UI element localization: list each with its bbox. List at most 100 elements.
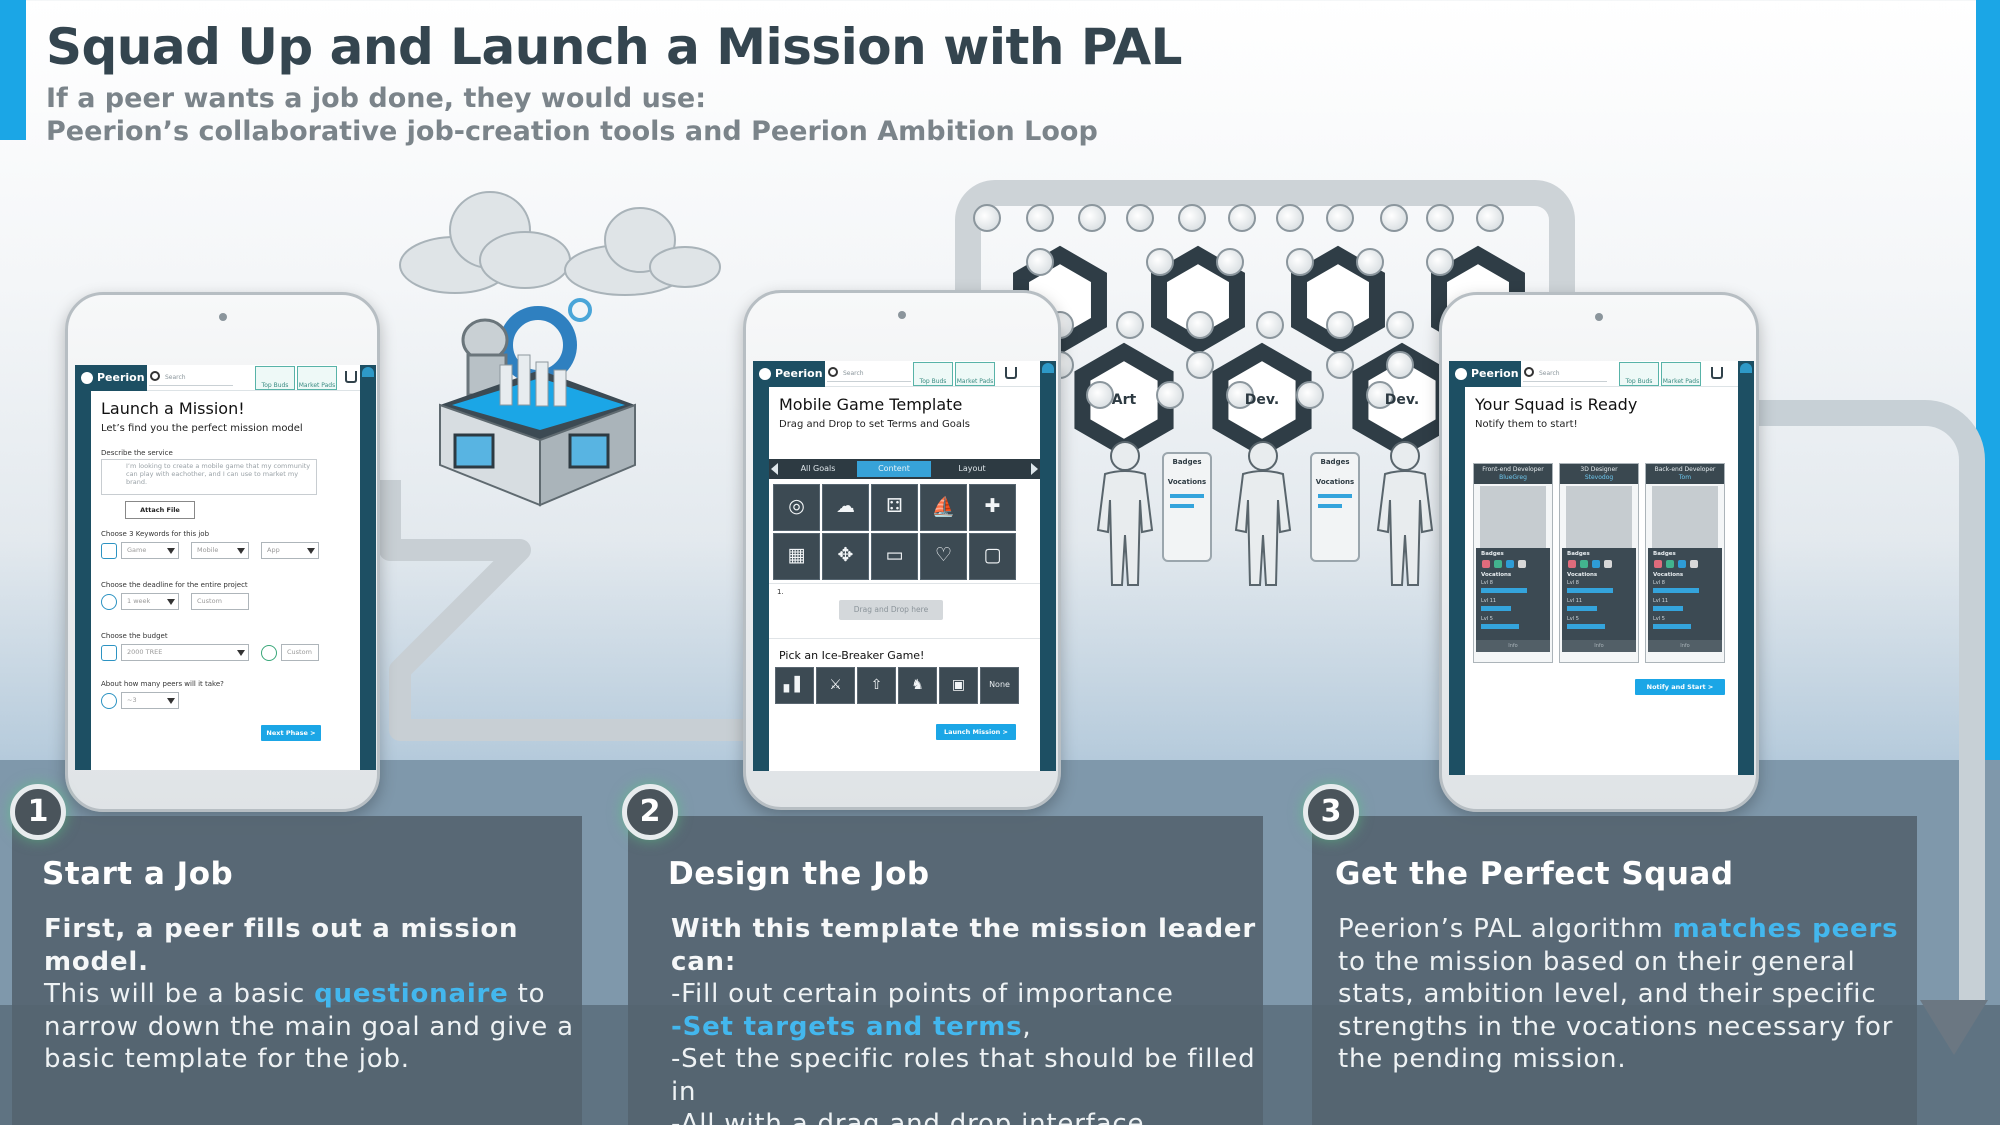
tab-top-buds[interactable]: Top Buds [255,366,295,390]
tab-top-buds-label: Top Buds [1625,378,1653,385]
goal-brain[interactable]: ☁ [822,484,869,531]
tab-top-buds[interactable]: Top Buds [1619,362,1659,386]
cart-icon[interactable] [1711,367,1723,379]
launch-mission-button[interactable]: Launch Mission > [936,724,1016,740]
cards-icon: ▣ [951,677,966,693]
drop-placeholder[interactable]: Drag and Drop here [839,600,943,620]
goal-handheld[interactable]: ▭ [871,533,918,580]
search-input[interactable]: Search [827,366,911,382]
phone-screen: Peerion Search Top Buds Market Pads Mobi… [753,361,1056,771]
icebreaker-chess[interactable]: ♞ [898,667,937,704]
deadline-custom-input[interactable]: Custom [191,593,249,610]
budget-select[interactable]: 2000 TREE [121,644,249,661]
puzzle-icon: ▦ [787,544,806,566]
cart-icon[interactable] [345,371,357,383]
phone-launch-mission: Peerion Search Top Buds Market Pads Laun… [65,292,380,812]
cart-icon[interactable] [1005,367,1017,379]
vocation-level: Lvl 8 [1653,580,1665,586]
attach-file-button[interactable]: Attach File [125,501,195,519]
peer-node-icon [1156,381,1184,409]
vocations-label: Vocations [1567,572,1598,578]
search-placeholder: Search [1539,370,1560,377]
icebreaker-none[interactable]: None [980,667,1019,704]
step-1-body: This will be a basic questionaire to nar… [44,978,579,1076]
tab-all-goals[interactable]: All Goals [800,464,836,473]
tab-layout[interactable]: Layout [958,464,986,473]
vocation-level: Lvl 5 [1653,616,1665,622]
goal-dice[interactable]: ⚃ [871,484,918,531]
peers-select[interactable]: ~3 [121,692,179,709]
budget-label: Choose the budget [101,632,168,640]
goal-target[interactable]: ◎ [773,484,820,531]
notify-and-start-button[interactable]: Notify and Start > [1635,679,1725,695]
clock-icon [101,594,117,610]
search-input[interactable]: Search [1523,366,1607,382]
tab-market-pads[interactable]: Market Pads [955,362,995,386]
keyword-select-1[interactable]: Game [121,542,179,559]
search-input[interactable]: Search [149,370,233,386]
deadline-label: Choose the deadline for the entire proje… [101,581,248,589]
badge-icon [1654,560,1662,568]
peerion-logo[interactable]: Peerion [1449,361,1521,387]
describe-textarea[interactable]: I’m looking to create a mobile game that… [101,459,317,495]
step-2-number: 2 [622,784,678,840]
peer-figure-icon [1096,441,1154,586]
step-3-body: Peerion’s PAL algorithm matches peers to… [1338,913,1908,1076]
icebreaker-rocket[interactable]: ⇧ [857,667,896,704]
goal-puzzle[interactable]: ▦ [773,533,820,580]
badge-icon [1580,560,1588,568]
goal-gamepad[interactable]: ✚ [969,484,1016,531]
goal-ship[interactable]: ⛵ [920,484,967,531]
budget-value: 2000 TREE [127,648,163,656]
flow-pipe [1755,400,1985,1000]
member-name: Tom [1678,474,1692,481]
card-bar [1170,504,1194,508]
badge-icon [1604,560,1612,568]
icebreaker-cards[interactable]: ▣ [939,667,978,704]
info-button[interactable]: Info [1562,640,1636,652]
next-phase-button[interactable]: Next Phase > [261,725,321,741]
info-button[interactable]: Info [1476,640,1550,652]
peer-node-icon [1366,381,1394,409]
step-2-highlight: -Set targets and terms [671,1011,1023,1042]
tab-content[interactable]: Content [857,461,931,477]
vocation-bar [1653,606,1683,611]
chevron-left-icon[interactable] [771,463,778,475]
goal-arrows[interactable]: ✥ [822,533,869,580]
tab-top-buds[interactable]: Top Buds [913,362,953,386]
vocation-bar [1481,624,1519,629]
gamepad-icon: ✚ [984,495,1001,517]
tab-market-pads-label: Market Pads [956,378,994,385]
accent-bar-left [0,0,26,140]
tab-market-pads[interactable]: Market Pads [1661,362,1701,386]
drop-zone[interactable]: 1. Drag and Drop here [769,583,1040,639]
icebreaker-chart[interactable]: ▖▌ [775,667,814,704]
chevron-right-icon[interactable] [1031,463,1038,475]
brain-icon: ☁ [836,495,855,517]
people-icon [101,693,117,709]
goal-screen[interactable]: ▢ [969,533,1016,580]
vocation-level: Lvl 8 [1567,580,1579,586]
deadline-select[interactable]: 1 week [121,593,179,610]
icebreaker-swords[interactable]: ⚔ [816,667,855,704]
peerion-logo[interactable]: Peerion [75,365,147,391]
tab-market-pads[interactable]: Market Pads [297,366,337,390]
screen-subtitle: Notify them to start! [1475,419,1578,430]
server-machine-illustration [439,298,636,507]
peerion-logo[interactable]: Peerion [753,361,825,387]
vocation-bar [1481,606,1511,611]
template-tabs: All Goals Content Layout [769,459,1040,479]
keyword-select-3[interactable]: App [261,542,319,559]
step-3-number: 3 [1303,784,1359,840]
info-button[interactable]: Info [1648,640,1722,652]
budget-custom-input[interactable]: Custom [281,644,319,661]
search-placeholder: Search [843,370,864,377]
goal-heart[interactable]: ♡ [920,533,967,580]
search-icon [828,367,838,377]
vocation-level: Lvl 5 [1481,616,1493,622]
keyword-select-2[interactable]: Mobile [191,542,249,559]
